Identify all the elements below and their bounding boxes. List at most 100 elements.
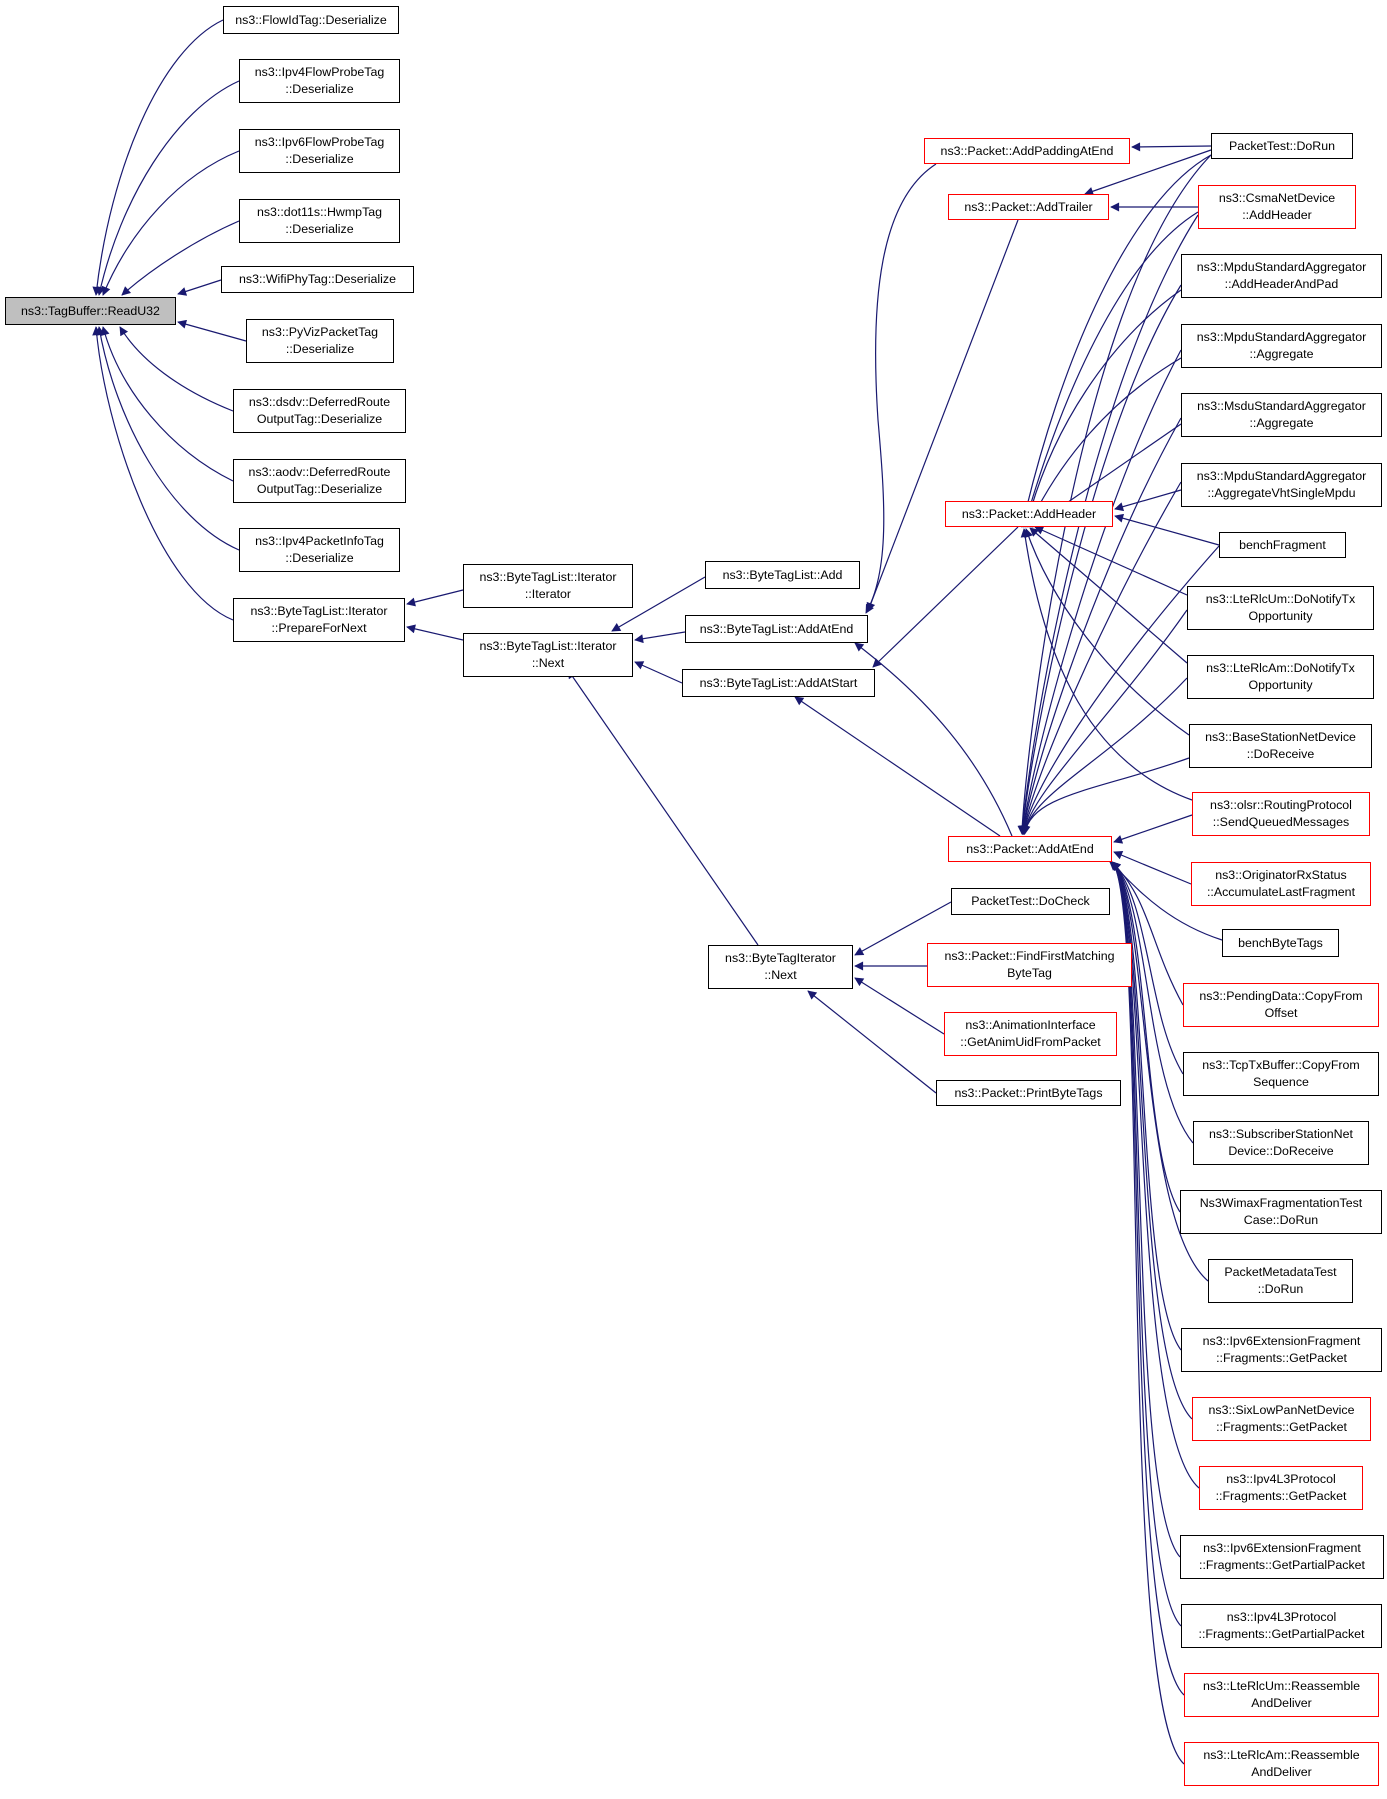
node-flowid[interactable]: ns3::FlowIdTag::Deserialize xyxy=(223,6,399,34)
node-olsr[interactable]: ns3::olsr::RoutingProtocol::SendQueuedMe… xyxy=(1192,792,1370,836)
node-label-line: AndDeliver xyxy=(1251,1765,1312,1779)
node-ipv4pi[interactable]: ns3::Ipv4PacketInfoTag::Deserialize xyxy=(239,528,400,572)
node-ipv6fp[interactable]: ns3::Ipv6FlowProbeTag::Deserialize xyxy=(239,129,400,173)
node-label-line: OutputTag::Deserialize xyxy=(256,412,383,426)
edge-addatstart xyxy=(634,661,683,684)
node-label-line: ns3::dsdv::DeferredRoute xyxy=(248,395,391,409)
node-label-line: ns3::TcpTxBuffer::CopyFrom xyxy=(1202,1058,1360,1072)
node-label-line: ::Aggregate xyxy=(1249,416,1314,430)
node-label-line: ns3::MpduStandardAggregator xyxy=(1196,469,1367,483)
node-label-line: ns3::ByteTagList::AddAtStart xyxy=(699,675,858,690)
edge-paddheader xyxy=(872,526,1019,668)
node-mpduhp[interactable]: ns3::MpduStandardAggregator::AddHeaderAn… xyxy=(1181,254,1382,298)
node-label-line: ns3::WifiPhyTag::Deserialize xyxy=(238,272,396,286)
node-btinext[interactable]: ns3::ByteTagIterator::Next xyxy=(708,945,853,989)
node-label-line: Device::DoReceive xyxy=(1228,1144,1334,1158)
edge-btinext-iter xyxy=(567,669,759,946)
node-msduagg[interactable]: ns3::MsduStandardAggregator::Aggregate xyxy=(1181,393,1382,437)
node-label-line: ns3::Ipv6ExtensionFragment xyxy=(1202,1334,1361,1348)
node-pprint[interactable]: ns3::Packet::PrintByteTags xyxy=(936,1080,1121,1106)
node-label-line: benchFragment xyxy=(1239,537,1326,552)
edge-ae-tcptx xyxy=(1111,861,1184,1075)
node-label-line: ns3::ByteTagList::Iterator xyxy=(250,604,388,618)
node-addatstart[interactable]: ns3::ByteTagList::AddAtStart xyxy=(682,669,875,697)
edge-paddtrailer xyxy=(866,219,1019,612)
node-ipv4l3[interactable]: ns3::Ipv4L3Protocol::Fragments::GetPacke… xyxy=(1199,1466,1363,1510)
node-pmeta[interactable]: PacketMetadataTest::DoRun xyxy=(1208,1259,1353,1303)
edge-ae-mpduagg xyxy=(1018,349,1182,835)
node-orig[interactable]: ns3::OriginatorRxStatus::AccumulateLastF… xyxy=(1191,862,1371,906)
node-ipv4l3p[interactable]: ns3::Ipv4L3Protocol::Fragments::GetParti… xyxy=(1181,1604,1382,1648)
node-pdocheck[interactable]: PacketTest::DoCheck xyxy=(951,888,1110,915)
edge-lteam-hdr xyxy=(1029,527,1188,664)
edge-ae-amreas xyxy=(1111,861,1185,1765)
node-label-line: ns3::PyVizPacketTag xyxy=(261,325,379,339)
edge-ae-csma xyxy=(1017,214,1199,835)
edge-ae-ipv6ext xyxy=(1111,861,1182,1351)
edge-ae-ipv6extp xyxy=(1111,861,1181,1558)
node-paddtrailer[interactable]: ns3::Packet::AddTrailer xyxy=(948,194,1109,220)
node-iternext[interactable]: ns3::ByteTagList::Iterator::Next xyxy=(463,633,633,677)
edge-iternext xyxy=(406,624,464,641)
node-label-line: ::Fragments::GetPacket xyxy=(1216,1420,1347,1434)
edge-wifiphy xyxy=(177,279,222,296)
node-benchbt[interactable]: benchByteTags xyxy=(1222,929,1339,957)
node-ptdorun[interactable]: PacketTest::DoRun xyxy=(1211,133,1353,159)
node-label-line: ns3::OriginatorRxStatus xyxy=(1215,868,1347,882)
node-label-line: ns3::dot11s::HwmpTag xyxy=(256,205,383,219)
node-label-line: ::DoReceive xyxy=(1246,747,1315,761)
node-label-line: ::AggregateVhtSingleMpdu xyxy=(1207,486,1356,500)
node-addatend_btl[interactable]: ns3::ByteTagList::AddAtEnd xyxy=(685,615,868,643)
node-sixlow[interactable]: ns3::SixLowPanNetDevice::Fragments::GetP… xyxy=(1192,1397,1371,1441)
node-wifiphy[interactable]: ns3::WifiPhyTag::Deserialize xyxy=(221,266,414,293)
node-pyviz[interactable]: ns3::PyVizPacketTag::Deserialize xyxy=(246,319,394,363)
edge-pyviz xyxy=(177,319,247,342)
node-ipv6extp[interactable]: ns3::Ipv6ExtensionFragment::Fragments::G… xyxy=(1180,1535,1384,1579)
node-label-line: ns3::PendingData::CopyFrom xyxy=(1199,989,1363,1003)
node-prepare[interactable]: ns3::ByteTagList::Iterator::PrepareForNe… xyxy=(233,598,405,642)
node-label-line: PacketTest::DoRun xyxy=(1228,138,1336,153)
edge-ipv4fp xyxy=(96,80,240,296)
node-csma[interactable]: ns3::CsmaNetDevice::AddHeader xyxy=(1198,185,1356,229)
node-label-line: ns3::Packet::FindFirstMatching xyxy=(944,949,1115,963)
node-label-line: ns3::FlowIdTag::Deserialize xyxy=(235,12,387,27)
node-btladd[interactable]: ns3::ByteTagList::Add xyxy=(705,561,860,589)
edge-olsr-hdr xyxy=(1020,528,1193,801)
node-mpduvht[interactable]: ns3::MpduStandardAggregator::AggregateVh… xyxy=(1181,463,1382,507)
node-ipv6ext[interactable]: ns3::Ipv6ExtensionFragment::Fragments::G… xyxy=(1181,1328,1382,1372)
edge-ae-sixlow xyxy=(1111,861,1193,1420)
node-label-line: ::SendQueuedMessages xyxy=(1212,815,1350,829)
node-hwmp[interactable]: ns3::dot11s::HwmpTag::Deserialize xyxy=(239,199,400,243)
node-mpduagg[interactable]: ns3::MpduStandardAggregator::Aggregate xyxy=(1181,324,1382,368)
node-label-line: ::Deserialize xyxy=(285,342,355,356)
edge-addatend-btl xyxy=(634,631,686,644)
node-label-line: ::Fragments::GetPacket xyxy=(1216,1351,1347,1365)
node-label-line: ns3::ByteTagList::Add xyxy=(722,567,843,582)
node-label-line: ::PrepareForNext xyxy=(271,621,367,635)
node-paddatend[interactable]: ns3::Packet::AddAtEnd xyxy=(948,836,1112,862)
node-label-line: ::AccumulateLastFragment xyxy=(1206,885,1356,899)
node-label-line: AndDeliver xyxy=(1251,1696,1312,1710)
node-label-line: ns3::Packet::AddPaddingAtEnd xyxy=(940,143,1114,158)
edge-flowid xyxy=(92,19,224,296)
node-benchfrag[interactable]: benchFragment xyxy=(1219,532,1346,558)
node-label-line: ns3::Ipv4PacketInfoTag xyxy=(255,534,384,548)
node-anim[interactable]: ns3::AnimationInterface::GetAnimUidFromP… xyxy=(944,1012,1117,1056)
node-bsnd[interactable]: ns3::BaseStationNetDevice::DoReceive xyxy=(1189,724,1372,768)
node-iterctor[interactable]: ns3::ByteTagList::Iterator::Iterator xyxy=(463,564,633,608)
node-ipv4fp[interactable]: ns3::Ipv4FlowProbeTag::Deserialize xyxy=(239,59,400,103)
node-paddheader[interactable]: ns3::Packet::AddHeader xyxy=(945,501,1113,527)
edge-aodv xyxy=(100,326,234,482)
node-paddpad[interactable]: ns3::Packet::AddPaddingAtEnd xyxy=(924,138,1130,164)
